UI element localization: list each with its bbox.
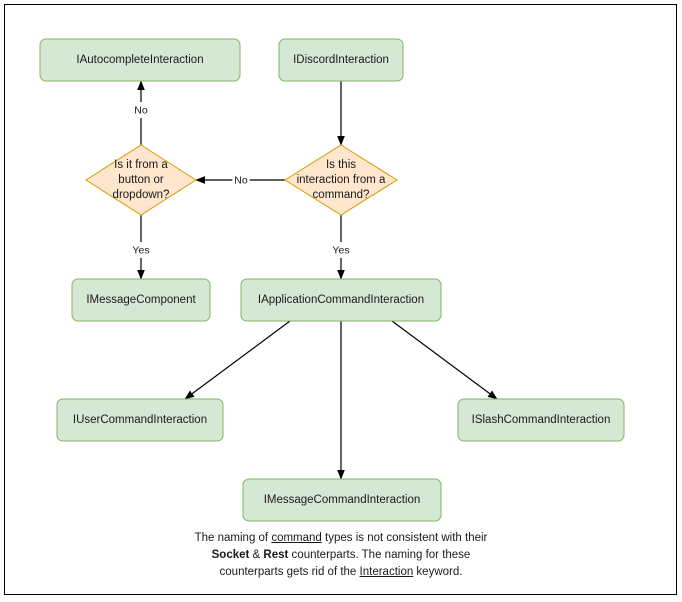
node-rectangle[interactable] [71,278,211,322]
edge-label: No [234,174,248,186]
edge-from_command-to-app_cmd: Yes [329,215,353,280]
node-label: IMessageComponent [86,294,196,306]
edge-label: Yes [132,244,149,256]
caption-text: counterparts. The naming for these [288,549,471,561]
node-rectangle[interactable] [240,278,442,322]
edge-label-background [232,172,250,188]
caption-underline-command: command [271,532,322,544]
caption-text: The naming of [194,532,272,544]
caption-note: The naming of command types is not consi… [120,530,562,581]
node-autocomplete[interactable]: IAutocompleteInteraction [39,38,241,82]
decision-diamond[interactable] [284,144,398,216]
edge-app_cmd-to-slash_cmd [391,320,498,400]
node-slash_cmd[interactable]: ISlashCommandInteraction [457,398,625,442]
caption-line-2: Socket & Rest counterparts. The naming f… [120,547,562,564]
edge-from_command-to-from_button: No [195,172,285,188]
node-discord[interactable]: IDiscordInteraction [278,38,404,82]
edge-from_button-to-autocomplete: No [132,80,150,145]
node-rectangle[interactable] [39,38,241,82]
node-msg_component[interactable]: IMessageComponent [71,278,211,322]
caption-text: counterparts gets rid of the [219,566,360,578]
edge-line [391,320,498,400]
caption-line-3: counterparts gets rid of the Interaction… [120,564,562,581]
node-rectangle[interactable] [457,398,625,442]
edge-label: No [134,104,148,116]
node-rectangle[interactable] [278,38,404,82]
node-label: IMessageCommandInteraction [264,494,421,506]
edge-label-background [129,242,153,258]
node-label: IUserCommandInteraction [73,414,207,426]
node-label: ISlashCommandInteraction [472,414,611,426]
node-rectangle[interactable] [242,478,442,522]
nodes-layer: IAutocompleteInteraction IDiscordInteract… [39,38,625,522]
node-label: IDiscordInteraction [293,54,389,66]
caption-line-1: The naming of command types is not consi… [120,530,562,547]
node-rectangle[interactable] [56,398,224,442]
node-label: IApplicationCommandInteraction [258,294,424,306]
node-msg_cmd[interactable]: IMessageCommandInteraction [242,478,442,522]
node-label: IAutocompleteInteraction [76,54,203,66]
edge-from_button-to-msg_component: Yes [129,215,153,280]
caption-text: & [249,549,264,561]
node-app_cmd[interactable]: IApplicationCommandInteraction [240,278,442,322]
edge-label: Yes [332,244,349,256]
edge-app_cmd-to-user_cmd [184,320,291,400]
decision-diamond[interactable] [85,144,197,216]
edge-line [184,320,291,400]
caption-text: keyword. [413,566,463,578]
caption-underline-interaction: Interaction [359,566,414,578]
edge-label-background [132,102,150,118]
caption-bold-socket: Socket [211,549,250,561]
caption-bold-rest: Rest [263,549,289,561]
node-user_cmd[interactable]: IUserCommandInteraction [56,398,224,442]
edge-label-background [329,242,353,258]
caption-text: types is not consistent with their [321,532,488,544]
